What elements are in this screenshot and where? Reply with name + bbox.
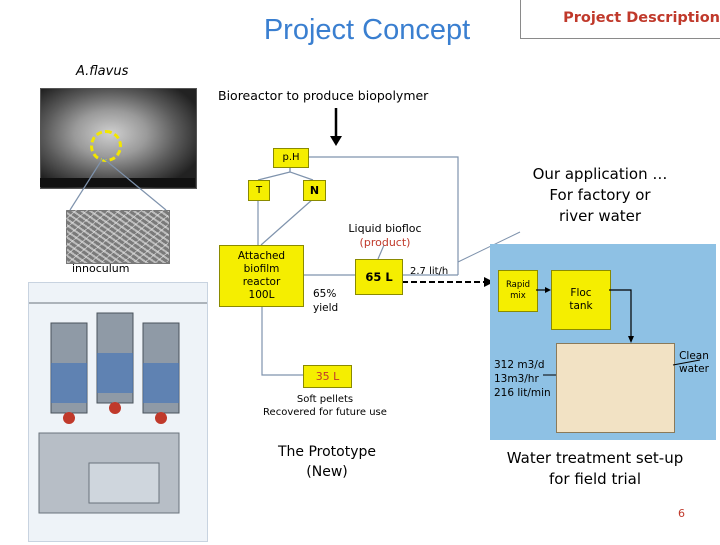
clean-water-label: Clean water [672, 350, 716, 376]
yield-label: 65% yield [313, 287, 338, 315]
flow-rate-line: 216 lit/min [494, 387, 551, 399]
clean-water-line: Clean [679, 350, 709, 362]
arrow-down-icon [609, 289, 632, 338]
settling-tank [556, 343, 675, 433]
water-treatment-label: Water treatment set-up for field trial [500, 448, 690, 490]
application-line: river water [558, 207, 642, 225]
pellet-caption: Soft pellets Recovered for future use [255, 393, 395, 419]
application-text: Our application … For factory or river w… [520, 164, 680, 227]
floc-tank-line: tank [569, 300, 593, 312]
application-line: Our application … [532, 165, 668, 183]
nitrogen-control-box: N [303, 180, 326, 201]
pellet-volume-box: 35 L [303, 365, 352, 388]
temperature-control-box: T [248, 180, 270, 201]
product-volume-box: 65 L [355, 259, 403, 295]
ph-control-box: p.H [273, 148, 309, 168]
flow-rate-line: 13m3/hr [494, 373, 539, 385]
organism-name: A.flavus [76, 64, 129, 79]
header-frame [520, 0, 720, 39]
prototype-illustration [28, 282, 208, 542]
connector-line [102, 157, 167, 211]
reactor-label-line: reactor [242, 276, 281, 288]
arrow-down-head [330, 136, 342, 146]
application-line: For factory or [549, 186, 651, 204]
inoculum-label: innoculum [72, 262, 130, 275]
dashed-arrow-head [484, 277, 494, 287]
prototype-label: The Prototype (New) [262, 442, 392, 482]
rapid-mix-line: mix [510, 291, 526, 301]
flow-rate-label: 2.7 lit/h [410, 266, 449, 277]
page-title: Project Concept [263, 14, 471, 46]
pellet-caption-line: Recovered for future use [263, 407, 387, 418]
reactor-label-line: 100L [248, 289, 275, 301]
prototype-label-line: (New) [306, 464, 348, 480]
connector-line [457, 231, 521, 263]
rapid-mix-line: Rapid [505, 280, 531, 290]
floc-tank-line: Floc [570, 287, 592, 299]
clean-water-line: water [679, 363, 709, 375]
water-treatment-line: Water treatment set-up [506, 449, 684, 467]
flow-rates: 312 m3/d 13m3/hr 216 lit/min [494, 358, 551, 400]
arrow-down-head [628, 336, 634, 343]
hyphae-texture [66, 210, 168, 262]
arrow-right-head [545, 287, 551, 293]
connector-line [69, 157, 104, 211]
product-label: Liquid biofloc (product) [335, 222, 435, 250]
clean-water-line [672, 359, 701, 366]
bioreactor-caption: Bioreactor to produce biopolymer [218, 88, 429, 103]
connector-line [289, 167, 314, 181]
prototype-label-line: The Prototype [277, 444, 377, 460]
yield-value: 65% [313, 288, 337, 300]
connector-line [261, 305, 303, 376]
water-treatment-line: for field trial [548, 470, 642, 488]
micrograph-scale-bar [40, 178, 195, 187]
page-number: 6 [678, 507, 685, 520]
section-label: Project Description [563, 10, 720, 26]
flow-rate-line: 312 m3/d [494, 359, 545, 371]
connector-line [377, 244, 385, 260]
prototype-drawing [29, 302, 207, 514]
connector-line [260, 198, 314, 246]
reactor-label-line: biofilm [243, 263, 280, 275]
yield-word: yield [313, 302, 339, 314]
product-label-line1: Liquid biofloc [348, 222, 422, 235]
reactor-label-line: Attached [237, 250, 286, 262]
biofilm-reactor-box: Attached biofilm reactor 100L [219, 245, 304, 307]
pellet-caption-line: Soft pellets [296, 394, 354, 405]
product-label-line2: (product) [359, 236, 411, 249]
connector-line [307, 156, 459, 275]
